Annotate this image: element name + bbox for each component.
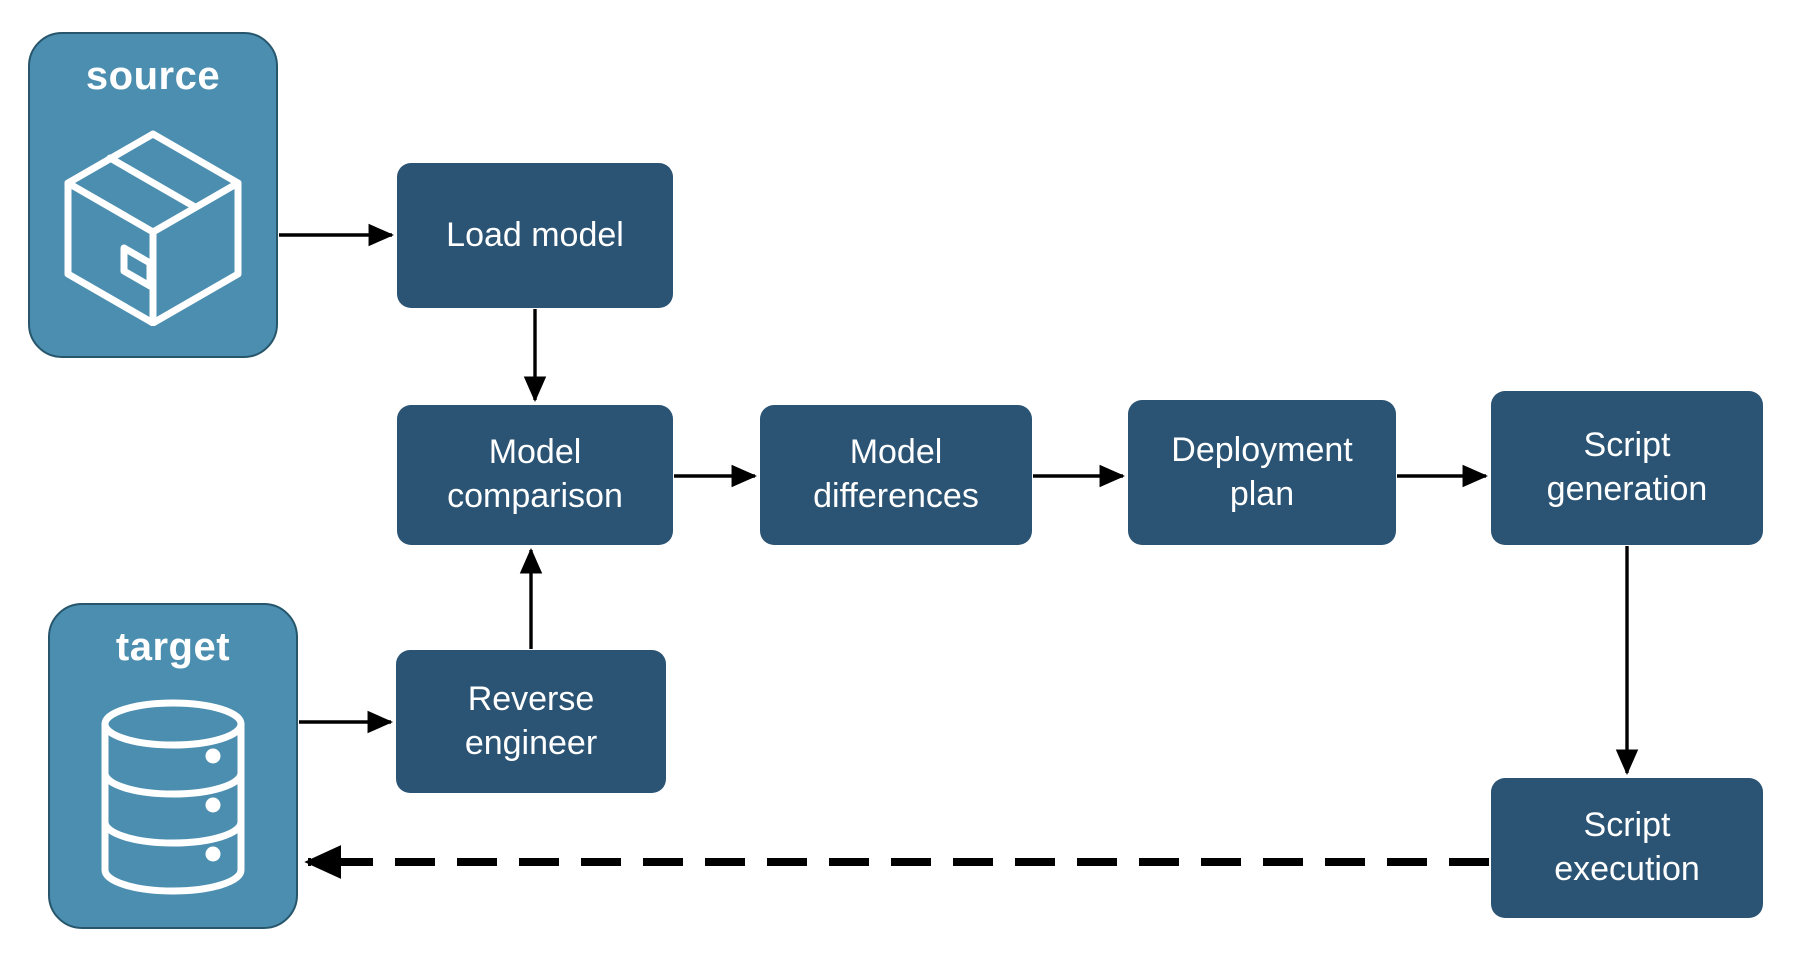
process-label-script-execution: Script execution <box>1554 806 1700 888</box>
process-box-reverse-engineer[interactable]: Reverse engineer <box>396 650 666 793</box>
process-label-load-model: Load model <box>446 215 624 254</box>
process-label-model-comparison: Model comparison <box>447 433 623 515</box>
endpoint-label-target: target <box>115 625 231 669</box>
endpoint-card-source[interactable]: source <box>28 32 278 358</box>
process-box-deployment-plan[interactable]: Deployment plan <box>1128 400 1396 545</box>
process-box-model-comparison[interactable]: Model comparison <box>397 405 673 545</box>
process-label-script-generation: Script generation <box>1546 426 1708 508</box>
process-label-model-differences: Model differences <box>813 433 979 515</box>
endpoint-label-source: source <box>85 54 221 98</box>
process-box-script-execution[interactable]: Script execution <box>1491 778 1763 918</box>
process-box-load-model[interactable]: Load model <box>397 163 673 308</box>
process-label-deployment-plan: Deployment plan <box>1171 430 1353 513</box>
process-box-script-generation[interactable]: Script generation <box>1491 391 1763 545</box>
process-box-model-differences[interactable]: Model differences <box>760 405 1032 545</box>
endpoint-card-target[interactable]: target <box>48 603 298 929</box>
database-cylinder-icon <box>50 667 296 927</box>
process-label-reverse-engineer: Reverse engineer <box>464 679 598 762</box>
package-box-icon <box>30 96 276 356</box>
